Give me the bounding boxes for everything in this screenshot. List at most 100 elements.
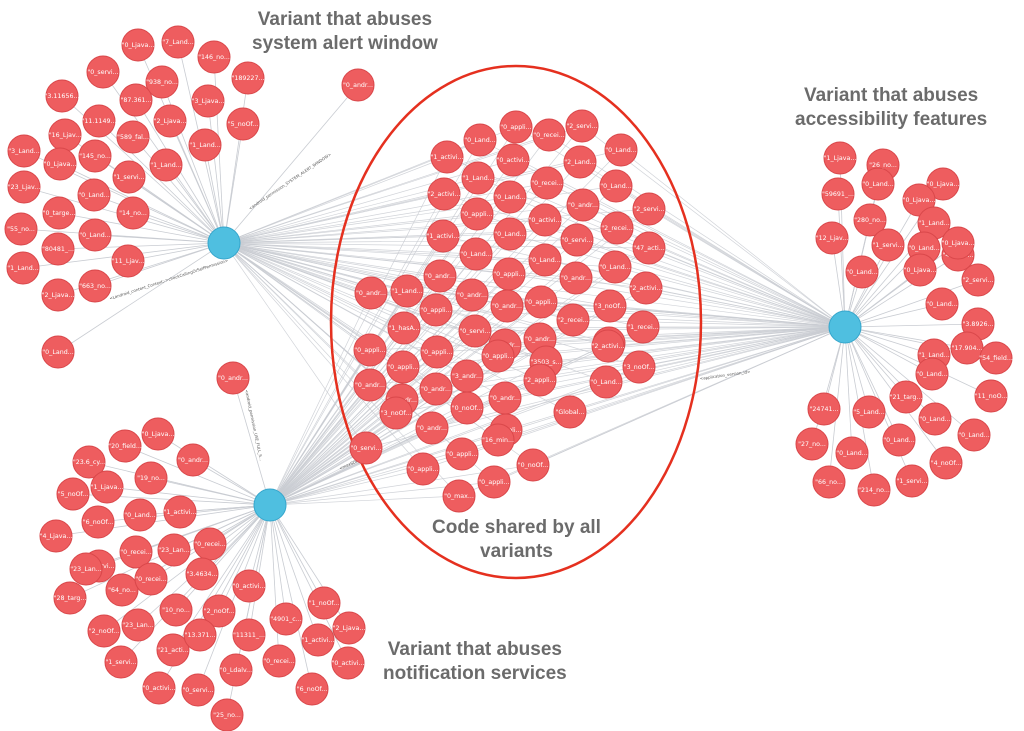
node-circle[interactable] — [632, 231, 666, 265]
node-accessibility[interactable]: "0_Land... — [845, 255, 879, 289]
node-circle[interactable] — [458, 314, 492, 348]
node-shared[interactable]: "2_activi... — [629, 271, 663, 305]
node-accessibility[interactable]: "0_Land... — [957, 418, 991, 452]
node-circle[interactable] — [7, 134, 41, 168]
node-notification[interactable]: "0_activi... — [142, 671, 176, 705]
node-shared[interactable]: "0_Land... — [604, 133, 638, 167]
node-shared[interactable]: "16_min... — [481, 423, 515, 457]
node-system-alert[interactable]: "3_Ljava... — [191, 84, 225, 118]
node-circle[interactable] — [629, 271, 663, 305]
node-circle[interactable] — [563, 145, 597, 179]
node-circle[interactable] — [39, 519, 73, 553]
node-notification[interactable]: "1_activi... — [163, 495, 197, 529]
node-circle[interactable] — [600, 211, 634, 245]
node-shared[interactable]: "0_appli... — [524, 285, 558, 319]
node-notification[interactable]: "25_no... — [210, 698, 244, 731]
node-shared[interactable]: "0_Land... — [528, 243, 562, 277]
node-circle[interactable] — [455, 278, 489, 312]
node-circle[interactable] — [119, 83, 153, 117]
node-circle[interactable] — [895, 464, 929, 498]
node-notification[interactable]: "1_activi... — [301, 623, 335, 657]
node-shared[interactable]: "0_appli... — [386, 350, 420, 384]
node-shared[interactable]: "Global... — [553, 395, 587, 429]
node-circle[interactable] — [108, 429, 142, 463]
node-circle[interactable] — [331, 646, 365, 680]
node-shared[interactable]: "1_Land... — [390, 274, 424, 308]
node-accessibility[interactable]: "280_no... — [853, 203, 887, 237]
node-circle[interactable] — [795, 427, 829, 461]
node-circle[interactable] — [181, 673, 215, 707]
node-circle[interactable] — [86, 55, 120, 89]
node-shared[interactable]: "2_appli... — [523, 363, 557, 397]
node-system-alert[interactable]: "2_Ljava... — [153, 104, 187, 138]
node-system-alert[interactable]: "1_Land... — [6, 251, 40, 285]
node-circle[interactable] — [423, 259, 457, 293]
node-circle[interactable] — [232, 618, 266, 652]
node-notification[interactable]: "23.6_cy... — [72, 445, 106, 479]
node-shared[interactable]: "3_noOf... — [622, 350, 656, 384]
node-circle[interactable] — [307, 586, 341, 620]
node-circle[interactable] — [853, 203, 887, 237]
node-shared[interactable]: "0_andr... — [415, 411, 449, 445]
node-circle[interactable] — [349, 431, 383, 465]
node-system-alert[interactable]: "23_Ljav... — [7, 170, 41, 204]
node-shared[interactable]: "0_activi... — [496, 143, 530, 177]
node-shared[interactable]: "0_recei... — [532, 118, 566, 152]
node-circle[interactable] — [332, 611, 366, 645]
node-accessibility[interactable]: "27_no... — [795, 427, 829, 461]
node-circle[interactable] — [56, 477, 90, 511]
node-notification[interactable]: "1_Ljava... — [90, 470, 124, 504]
node-circle[interactable] — [626, 310, 660, 344]
node-circle[interactable] — [861, 167, 895, 201]
node-shared[interactable]: "0_max... — [442, 479, 476, 513]
node-circle[interactable] — [589, 365, 623, 399]
node-notification[interactable]: "13.371... — [183, 618, 217, 652]
node-system-alert[interactable]: "0_Ljava... — [43, 147, 77, 181]
node-circle[interactable] — [556, 303, 590, 337]
node-circle[interactable] — [599, 169, 633, 203]
node-circle[interactable] — [974, 379, 1008, 413]
node-circle[interactable] — [823, 141, 857, 175]
node-circle[interactable] — [604, 133, 638, 167]
node-system-alert[interactable]: "189227... — [231, 61, 265, 95]
node-circle[interactable] — [153, 104, 187, 138]
node-circle[interactable] — [565, 109, 599, 143]
node-shared[interactable]: "2_activi... — [427, 177, 461, 211]
node-circle[interactable] — [82, 104, 116, 138]
node-notification[interactable]: "20_field... — [108, 429, 142, 463]
node-notification[interactable]: "2_noOf... — [202, 594, 236, 628]
node-notification[interactable]: "6_noOf... — [295, 672, 329, 706]
node-notification[interactable]: "28_targ... — [53, 581, 87, 615]
node-circle[interactable] — [815, 221, 849, 255]
node-accessibility[interactable]: "0_Land... — [861, 167, 895, 201]
node-circle[interactable] — [183, 618, 217, 652]
node-notification[interactable]: "0_recei... — [193, 527, 227, 561]
node-notification[interactable]: "1_servi... — [104, 645, 138, 679]
node-accessibility[interactable]: "1_servi... — [871, 228, 905, 262]
node-circle[interactable] — [450, 391, 484, 425]
node-circle[interactable] — [598, 250, 632, 284]
node-system-alert[interactable]: "0_Land... — [77, 178, 111, 212]
node-accessibility[interactable]: "24741... — [807, 392, 841, 426]
node-circle[interactable] — [111, 244, 145, 278]
node-system-alert[interactable]: "11.1149... — [82, 104, 117, 138]
node-shared[interactable]: "0_appli... — [499, 110, 533, 144]
node-system-alert[interactable]: "3_Land... — [7, 134, 41, 168]
node-circle[interactable] — [882, 423, 916, 457]
node-circle[interactable] — [961, 263, 995, 297]
node-circle[interactable] — [121, 608, 155, 642]
node-circle[interactable] — [191, 84, 225, 118]
node-circle[interactable] — [45, 79, 79, 113]
node-circle[interactable] — [516, 448, 550, 482]
node-shared[interactable]: "0_servi... — [349, 431, 383, 465]
node-circle[interactable] — [105, 573, 139, 607]
node-accessibility[interactable]: "214_no... — [857, 473, 891, 507]
node-circle[interactable] — [69, 552, 103, 586]
node-accessibility[interactable]: "4_noOf... — [929, 446, 963, 480]
node-shared[interactable]: "0_andr... — [559, 261, 593, 295]
node-circle[interactable] — [43, 147, 77, 181]
node-circle[interactable] — [445, 437, 479, 471]
node-circle[interactable] — [41, 278, 75, 312]
node-circle[interactable] — [632, 192, 666, 226]
node-circle[interactable] — [123, 498, 157, 532]
